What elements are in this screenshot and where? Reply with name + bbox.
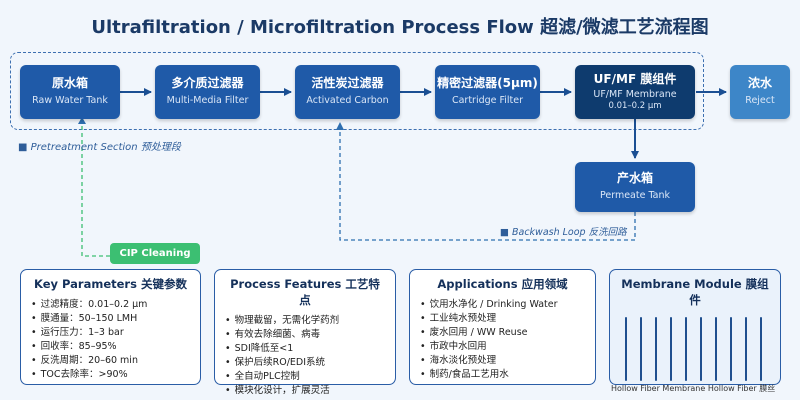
multi-media-filter-cn: 多介质过滤器 — [171, 76, 244, 90]
raw-water-tank-cn: 原水箱 — [51, 76, 88, 90]
uf-mf-membrane-range: 0.01–0.2 μm — [608, 101, 662, 111]
permeate-tank-en: Permeate Tank — [599, 190, 671, 201]
cartridge-filter-cn: 精密过滤器(5μm) — [437, 76, 538, 90]
applications-card: Applications 应用领域 饮用水净化 / Drinking Water… — [409, 269, 596, 385]
list-item: 膜通量：50–150 LMH — [31, 312, 190, 326]
key-parameters-card: Key Parameters 关键参数 过滤精度：0.01–0.2 μm 膜通量… — [20, 269, 201, 385]
list-item: 反洗周期：20–60 min — [31, 354, 190, 368]
pretreatment-caption: ■ Pretreatment Section 预处理段 — [18, 142, 181, 153]
uf-mf-membrane-en: UF/MF Membrane — [593, 89, 677, 100]
page-title: Ultrafiltration / Microfiltration Proces… — [91, 17, 709, 38]
backwash-caption: ■ Backwash Loop 反洗回路 — [500, 227, 627, 238]
cartridge-filter-node: 精密过滤器(5μm) Cartridge Filter — [435, 65, 540, 119]
process-features-title: Process Features 工艺特点 — [230, 277, 380, 307]
cip-cleaning-label: CIP Cleaning — [110, 243, 200, 264]
list-item: 有效去除细菌、病毒 — [225, 328, 385, 342]
list-item: 过滤精度：0.01–0.2 μm — [31, 298, 190, 312]
list-item: 饮用水净化 / Drinking Water — [420, 298, 585, 312]
list-item: SDI降低至<1 — [225, 342, 385, 356]
membrane-module-card: Membrane Module 膜组件 — [609, 269, 781, 385]
cip-loop-line — [81, 123, 110, 257]
backwash-loop-line — [336, 122, 636, 241]
permeate-tank-node: 产水箱 Permeate Tank — [575, 162, 695, 212]
process-features-list: 物理截留，无需化学药剂 有效去除细菌、病毒 SDI降低至<1 保护后续RO/ED… — [225, 314, 385, 398]
cartridge-filter-en: Cartridge Filter — [451, 95, 524, 106]
list-item: 保护后续RO/EDI系统 — [225, 356, 385, 370]
uf-mf-membrane-cn: UF/MF 膜组件 — [593, 72, 677, 86]
uf-mf-membrane-node: UF/MF 膜组件 UF/MF Membrane 0.01–0.2 μm — [575, 65, 695, 119]
multi-media-filter-node: 多介质过滤器 Multi-Media Filter — [155, 65, 260, 119]
list-item: 物理截留，无需化学药剂 — [225, 314, 385, 328]
reject-cn: 浓水 — [747, 76, 772, 90]
list-item: 制药/食品工艺用水 — [420, 368, 585, 382]
activated-carbon-en: Activated Carbon — [306, 95, 389, 106]
permeate-tank-cn: 产水箱 — [616, 171, 653, 185]
list-item: 市政中水回用 — [420, 340, 585, 354]
reject-en: Reject — [745, 95, 775, 106]
raw-water-tank-en: Raw Water Tank — [32, 95, 108, 106]
membrane-module-title: Membrane Module 膜组件 — [621, 277, 769, 307]
activated-carbon-cn: 活性炭过滤器 — [311, 76, 384, 90]
key-parameters-title: Key Parameters 关键参数 — [34, 277, 187, 291]
applications-list: 饮用水净化 / Drinking Water 工业纯水预处理 废水回用 / WW… — [420, 298, 585, 382]
activated-carbon-node: 活性炭过滤器 Activated Carbon — [295, 65, 400, 119]
process-features-card: Process Features 工艺特点 物理截留，无需化学药剂 有效去除细菌… — [214, 269, 396, 396]
multi-media-filter-en: Multi-Media Filter — [166, 95, 249, 106]
list-item: 回收率：85–95% — [31, 340, 190, 354]
list-item: 运行压力：1–3 bar — [31, 326, 190, 340]
list-item: 海水淡化预处理 — [420, 354, 585, 368]
list-item: 全自动PLC控制 — [225, 370, 385, 384]
reject-node: 浓水 Reject — [730, 65, 790, 119]
list-item: TOC去除率：>90% — [31, 368, 190, 382]
key-parameters-list: 过滤精度：0.01–0.2 μm 膜通量：50–150 LMH 运行压力：1–3… — [31, 298, 190, 382]
list-item: 模块化设计，扩展灵活 — [225, 384, 385, 398]
raw-water-tank-node: 原水箱 Raw Water Tank — [20, 65, 120, 119]
list-item: 废水回用 / WW Reuse — [420, 326, 585, 340]
applications-title: Applications 应用领域 — [437, 277, 568, 291]
hollow-fiber-caption: Hollow Fiber Membrane Hollow Fiber 膜丝 — [611, 384, 776, 393]
cip-arrow-head — [78, 117, 86, 124]
hollow-fiber-illustration — [625, 317, 762, 381]
list-item: 工业纯水预处理 — [420, 312, 585, 326]
